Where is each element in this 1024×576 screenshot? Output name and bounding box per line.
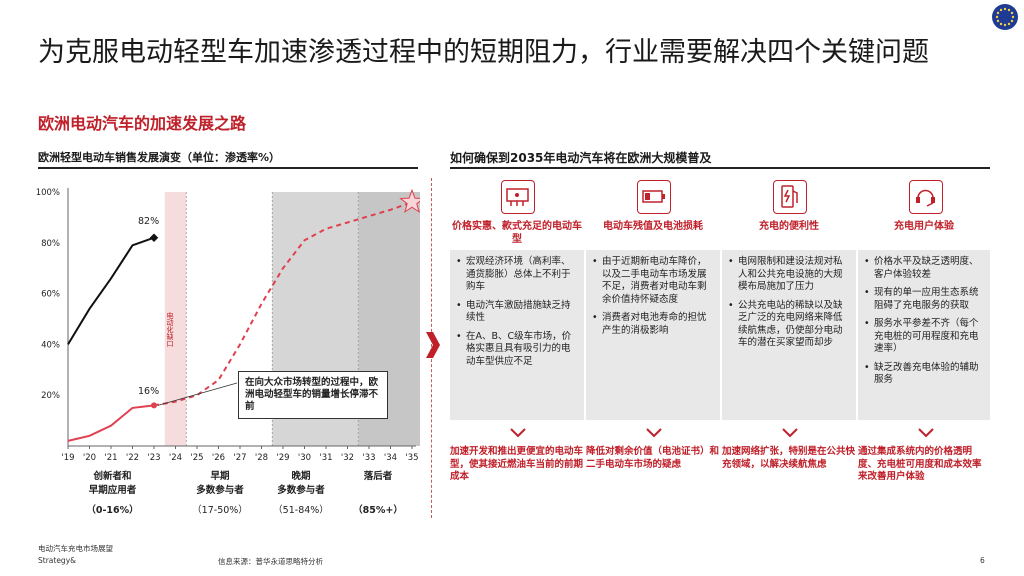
col1-bullet: 宏观经济环境（高利率、通货膨胀）总体上不利于购车 <box>456 256 578 294</box>
y-tick-label: 40% <box>41 340 60 350</box>
chart-callout: 在向大众市场转型的过程中，欧洲电动轻型车的销量增长停滞不前 <box>238 371 388 419</box>
penetration-chart: 20% 40% 60% 80% 100% '19 '20 '21 '22 '23 '24 '25 '2… <box>36 188 420 463</box>
page-subtitle: 欧洲电动汽车的加速发展之路 <box>38 114 247 133</box>
col4-head: 充电用户体验 <box>894 221 954 232</box>
col4-bullet: 服务水平参差不齐（每个充电桩的可用程度和充电速率） <box>864 318 984 356</box>
col3-bullet: 电网限制和建设法规对私人和公共充电设施的大规模布局施加了压力 <box>728 256 850 294</box>
left-panel-rule <box>38 167 418 169</box>
label-16: 16% <box>138 386 160 397</box>
chevron-down-icon <box>918 428 934 438</box>
x-tick-label: '34 <box>384 453 397 463</box>
series-line-0 <box>67 236 155 345</box>
col3-body: 电网限制和建设法规对私人和公共充电设施的大规模布局施加了压力 公共充电站的稀缺以… <box>722 250 856 420</box>
left-panel-title: 欧洲轻型电动车销售发展演变（单位：渗透率%） <box>38 151 281 164</box>
x-tick-label: '26 <box>212 453 225 463</box>
stage-row: 创新者和 早期应用者 （0-16%） 早期 多数参与者 （17-50%） 晚期 … <box>30 470 420 520</box>
col1-foot: 加速开发和推出更便宜的电动车型，使其接近燃油车当前的前期成本 <box>450 446 584 482</box>
col3-bullet: 公共充电站的稀缺以及缺乏广泛的充电网络来降低续航焦虑，仍使部分电动车的潜在买家望… <box>728 300 850 350</box>
charger-icon <box>773 180 807 214</box>
series-line-1 <box>67 404 155 442</box>
x-tick-label: '23 <box>147 453 160 463</box>
stage-laggards: 落后者 （85%+） <box>353 471 403 516</box>
battery-icon <box>637 180 671 214</box>
x-tick-label: '30 <box>298 453 311 463</box>
label-82: 82% <box>138 216 160 227</box>
col1-head: 价格实惠、款式充足的电动车型 <box>452 221 582 245</box>
col4-bullet: 缺乏改善充电体验的辅助服务 <box>864 362 984 387</box>
x-tick-label: '22 <box>126 453 139 463</box>
footer-report-name: 电动汽车充电市场展望 <box>38 544 113 553</box>
col2-foot: 降低对剩余价值（电池证书）和二手电动车市场的疑虑 <box>586 446 720 470</box>
chevron-down-icon <box>510 428 526 438</box>
marker-82 <box>149 233 159 242</box>
y-tick-label: 100% <box>36 188 60 198</box>
price-tag-icon <box>501 180 535 214</box>
page-title: 为克服电动轻型车加速渗透过程中的短期阻力，行业需要解决四个关键问题 <box>38 37 929 68</box>
col2-body: 由于近期新电动车降价，以及二手电动车市场发展不足，消费者对电动车剩余价值持怀疑态… <box>586 250 720 420</box>
x-tick-label: '27 <box>233 453 246 463</box>
col1-bullet: 电动汽车激励措施缺乏持续性 <box>456 300 578 325</box>
x-tick-label: '24 <box>169 453 182 463</box>
eu-stars-logo <box>992 4 1018 30</box>
col3-foot: 加速网络扩张，特别是在公共快充领域，以解决续航焦虑 <box>722 446 856 470</box>
col4-foot: 通过集成系统内的价格透明度、充电桩可用度和成本效率来改善用户体验 <box>858 446 982 482</box>
target-star-icon <box>399 188 420 214</box>
right-panel-title: 如何确保到2035年电动汽车将在欧洲大规模普及 <box>450 151 712 165</box>
gap-band-label: 电动化缺口 <box>166 312 174 347</box>
col3-head: 充电的便利性 <box>759 221 819 232</box>
right-panel-rule <box>450 167 990 169</box>
chevron-down-icon <box>782 428 798 438</box>
series-line-2 <box>153 201 413 407</box>
y-tick-label: 20% <box>41 391 60 401</box>
marker-16 <box>151 402 157 409</box>
x-tick-label: '33 <box>362 453 375 463</box>
x-tick-label: '35 <box>405 453 418 463</box>
page-number: 6 <box>980 556 985 565</box>
chevron-down-icon <box>646 428 662 438</box>
callout-leader <box>157 382 238 406</box>
col1-body: 宏观经济环境（高利率、通货膨胀）总体上不利于购车 电动汽车激励措施缺乏持续性 在… <box>450 250 584 420</box>
y-tick-label: 80% <box>41 239 60 249</box>
stage-late-majority: 晚期 多数参与者 （51-84%） <box>273 471 329 516</box>
challenge-columns: 价格实惠、款式充足的电动车型 宏观经济环境（高利率、通货膨胀）总体上不利于购车 … <box>450 178 990 498</box>
x-tick-label: '32 <box>341 453 354 463</box>
col2-bullet: 消费者对电池寿命的担忧产生的消极影响 <box>592 312 714 337</box>
stage-innovators: 创新者和 早期应用者 （0-16%） <box>86 471 139 516</box>
x-tick-label: '25 <box>190 453 203 463</box>
footer-source: 信息来源：普华永道思略特分析 <box>218 557 323 566</box>
col4-bullet: 现有的单一应用生态系统阻碍了充电服务的获取 <box>864 287 984 312</box>
col2-bullet: 由于近期新电动车降价，以及二手电动车市场发展不足，消费者对电动车剩余价值持怀疑态… <box>592 256 714 306</box>
support-icon <box>909 180 943 214</box>
col4-body: 价格水平及缺乏透明度、客户体验较差 现有的单一应用生态系统阻碍了充电服务的获取 … <box>858 250 990 420</box>
col2-head: 电动车残值及电池损耗 <box>603 221 703 232</box>
x-tick-label: '29 <box>276 453 289 463</box>
chart-band <box>164 192 187 446</box>
x-tick-label: '20 <box>83 453 96 463</box>
footer-brand: Strategy& <box>38 556 76 565</box>
stage-early-majority: 早期 多数参与者 （17-50%） <box>192 471 248 516</box>
x-tick-label: '19 <box>61 453 74 463</box>
x-tick-label: '21 <box>104 453 117 463</box>
col1-bullet: 在A、B、C级车市场，价格实惠且具有吸引力的电动车型供应不足 <box>456 331 578 369</box>
y-tick-label: 60% <box>41 290 60 300</box>
x-tick-label: '31 <box>319 453 332 463</box>
x-tick-label: '28 <box>255 453 268 463</box>
chevron-right-icon <box>424 330 442 360</box>
col4-bullet: 价格水平及缺乏透明度、客户体验较差 <box>864 256 984 281</box>
